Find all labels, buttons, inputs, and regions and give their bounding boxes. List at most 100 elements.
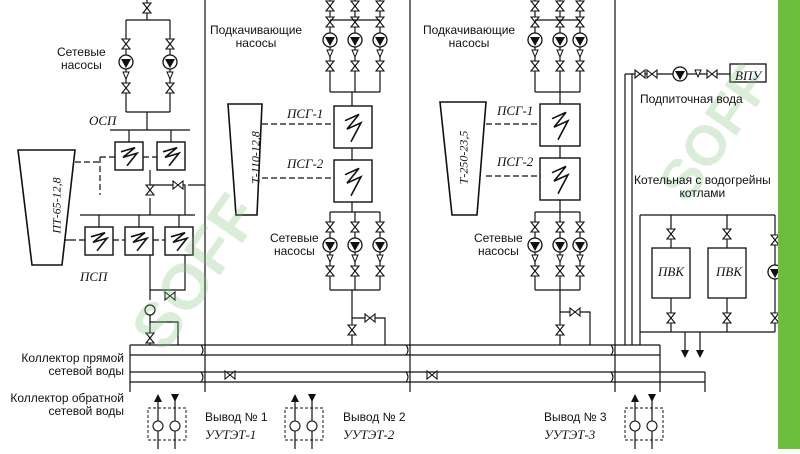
- valve-icon: [554, 16, 566, 28]
- check-valve-icon: [351, 49, 359, 59]
- valve-icon: [374, 265, 386, 277]
- meter-icon: [629, 420, 641, 432]
- pipe-line: [150, 321, 179, 345]
- psg2-label-2: ПСГ-2: [287, 156, 324, 171]
- valve-icon: [769, 234, 781, 246]
- pipe-cross: [200, 344, 204, 356]
- meter-icon: [169, 420, 181, 432]
- collector-return-label: Коллектор обратной сетевой воды: [4, 392, 124, 418]
- valve-icon: [324, 60, 336, 72]
- arrow-icon: [681, 350, 689, 358]
- arrow-icon: [171, 394, 179, 402]
- valve-icon: [554, 324, 566, 336]
- valve-icon: [374, 60, 386, 72]
- uutae-2-label: УУТЭТ-2: [343, 427, 395, 442]
- pipe-line: [352, 317, 386, 345]
- pump-arrow-icon: [575, 37, 585, 46]
- outlet-1-label: Вывод № 1: [205, 410, 268, 424]
- meter-icon: [289, 420, 301, 432]
- valve-icon: [374, 16, 386, 28]
- valve-icon: [141, 2, 153, 14]
- valve-icon: [554, 60, 566, 72]
- valve-icon: [569, 306, 581, 318]
- pump-arrow-icon: [325, 37, 335, 46]
- vpu-label: ВПУ: [735, 68, 762, 83]
- turbine-icon: [227, 103, 263, 216]
- check-valve-icon: [166, 71, 174, 81]
- check-valve-icon: [376, 254, 384, 264]
- meter-icon: [306, 420, 318, 432]
- valve-icon: [529, 16, 541, 28]
- check-valve-icon: [531, 254, 539, 264]
- label-line: Сетевые насосы: [57, 45, 106, 72]
- valve-icon: [554, 265, 566, 277]
- valve-icon: [324, 16, 336, 28]
- pump-arrow-icon: [575, 242, 585, 251]
- valve-icon: [665, 312, 677, 324]
- turbine-icon: [439, 101, 487, 216]
- outlet-3-label: Вывод № 3: [544, 410, 607, 424]
- makeup-water-label: Подпиточная вода: [640, 92, 743, 106]
- valve-icon: [120, 82, 132, 94]
- check-valve-icon: [326, 49, 334, 59]
- valve-icon: [574, 60, 586, 72]
- meter-icon: [152, 420, 164, 432]
- valve-icon: [529, 221, 541, 233]
- pump-arrow-icon: [121, 59, 131, 68]
- label-line: Сетевые насосы: [474, 231, 523, 258]
- valve-icon: [529, 0, 541, 12]
- psg1-label-3: ПСГ-1: [497, 103, 534, 118]
- valve-icon: [164, 38, 176, 50]
- heat-coil-icon: [551, 111, 570, 141]
- check-valve-icon: [122, 71, 130, 81]
- booster-pumps-label-2: Подкачивающие насосы: [210, 24, 302, 50]
- pump-arrow-icon: [350, 242, 360, 251]
- valve-icon: [665, 228, 677, 240]
- pipe-line: [150, 184, 186, 215]
- meter-icon: [646, 420, 658, 432]
- valve-icon: [646, 68, 658, 80]
- valve-icon: [706, 68, 718, 80]
- turbine-2-label: Т-110-12,8: [248, 131, 263, 184]
- heat-exchanger-icon: [84, 226, 114, 256]
- valve-icon: [574, 16, 586, 28]
- booster-pumps-label-3: Подкачивающие насосы: [423, 24, 515, 50]
- pipe-line: [560, 311, 591, 345]
- pvk-box: [707, 247, 747, 299]
- valve-icon: [349, 60, 361, 72]
- label-line: Сетевые насосы: [270, 231, 319, 258]
- valve-icon: [574, 265, 586, 277]
- check-valve-icon: [556, 49, 564, 59]
- arrow-icon: [696, 350, 704, 358]
- pipe-line: [150, 255, 186, 291]
- boiler-room-label: Котельная с водогрейны котлами: [634, 174, 771, 200]
- label-line: Подкачивающие насосы: [423, 23, 516, 50]
- valve-icon: [164, 82, 176, 94]
- valve-icon: [144, 332, 156, 344]
- side-accent-bar: [778, 0, 800, 449]
- label-line: Коллектор прямой сетевой воды: [21, 351, 124, 378]
- valve-icon: [324, 265, 336, 277]
- valve-icon: [374, 221, 386, 233]
- pipe-cross: [610, 344, 614, 356]
- pvk-2-label: ПВК: [716, 264, 742, 279]
- valve-icon: [574, 0, 586, 12]
- valve-icon: [164, 290, 176, 302]
- valve-icon: [224, 369, 236, 381]
- label-line: Коллектор обратной сетевой воды: [10, 391, 124, 418]
- valve-icon: [144, 184, 156, 196]
- arrow-icon: [154, 394, 162, 402]
- valve-icon: [426, 369, 438, 381]
- valve-icon: [172, 179, 184, 191]
- collector-direct-label: Коллектор прямой сетевой воды: [4, 352, 124, 378]
- valve-icon: [349, 265, 361, 277]
- check-valve-icon: [576, 49, 584, 59]
- heat-coil-icon: [551, 165, 570, 195]
- pump-arrow-icon: [530, 37, 540, 46]
- check-valve-icon: [326, 254, 334, 264]
- pump-arrow-icon: [325, 242, 335, 251]
- outlet-2-label: Вывод № 2: [343, 410, 406, 424]
- pump-arrow-icon: [530, 242, 540, 251]
- pvk-1-label: ПВК: [658, 264, 684, 279]
